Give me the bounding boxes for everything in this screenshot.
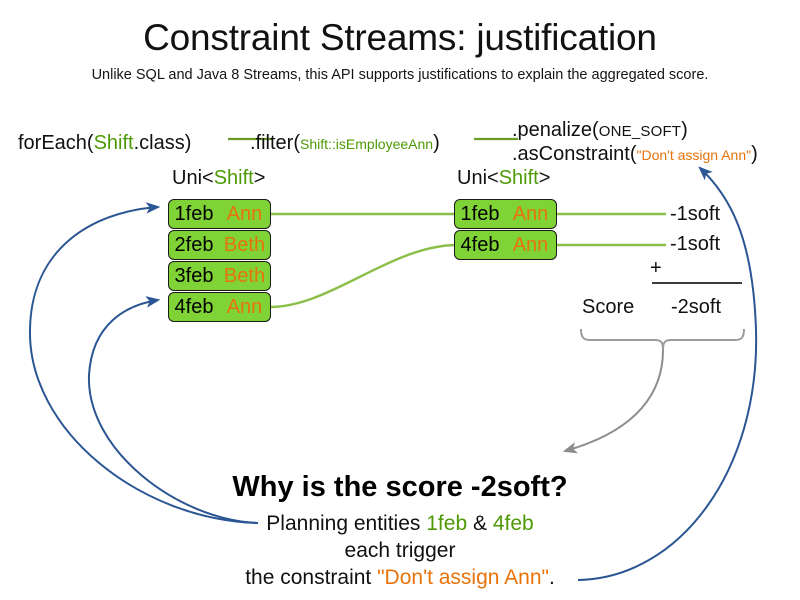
cell-employee: Ann	[505, 199, 557, 229]
table-row: 1feb Ann	[168, 199, 271, 229]
explanation-entity-b: 4feb	[492, 512, 534, 535]
penalize-arg: ONE_SOFT	[598, 123, 682, 140]
stream-label-right: Uni<Shift>	[457, 166, 550, 190]
score-brace	[580, 328, 745, 351]
cell-employee: Beth	[219, 230, 271, 260]
filter-tail: )	[433, 132, 440, 154]
sum-operator: +	[650, 257, 662, 279]
cell-employee: Ann	[219, 292, 271, 322]
cell-employee: Ann	[505, 230, 557, 260]
penalty-label-4feb: -1soft	[670, 233, 721, 255]
stream-edge-4feb	[269, 243, 457, 309]
table-row: 4feb Ann	[168, 292, 271, 322]
uni-right-suffix: >	[538, 167, 551, 189]
page-subtitle: Unlike SQL and Java 8 Streams, this API …	[91, 67, 709, 83]
cell-employee: Beth	[219, 261, 271, 291]
cell-date: 1feb	[454, 199, 506, 229]
fact-table-right: 1feb Ann 4feb Ann	[454, 199, 557, 261]
sum-rule-line	[652, 282, 742, 284]
uni-left-type: Shift	[213, 167, 254, 189]
explanation-line-3: the constraint "Don't assign Ann".	[0, 565, 800, 591]
uni-right-prefix: Uni<	[457, 167, 499, 189]
penalize-call: .penalize(	[512, 119, 599, 141]
score-explanation-arrow	[562, 349, 664, 454]
penalize-tail: )	[681, 119, 688, 141]
as-constraint-tail: )	[751, 143, 758, 165]
explanation-entity-a: 1feb	[426, 512, 468, 535]
explanation-constraint-name: "Don't assign Ann"	[377, 566, 549, 589]
explanation-line3-prefix: the constraint	[245, 566, 378, 589]
code-foreach: forEach(Shift.class)	[18, 131, 191, 155]
code-filter: .filter(Shift::isEmployeeAnn)	[250, 131, 440, 156]
explanation-question: Why is the score -2soft?	[232, 471, 568, 503]
explanation-line-1: Planning entities 1feb & 4feb	[0, 511, 800, 537]
as-constraint-arg: "Don't assign Ann"	[636, 147, 752, 163]
cell-employee: Ann	[219, 199, 271, 229]
cell-date: 4feb	[168, 292, 220, 322]
foreach-call: forEach(	[18, 132, 94, 154]
table-row: 4feb Ann	[454, 230, 557, 260]
code-penalize: .penalize(ONE_SOFT)	[512, 118, 688, 144]
explanation-line3-suffix: .	[548, 566, 555, 589]
explanation-line-2: each trigger	[344, 539, 456, 562]
cell-date: 1feb	[168, 199, 220, 229]
foreach-type: Shift	[93, 132, 134, 154]
stream-label-left: Uni<Shift>	[172, 166, 265, 190]
code-as-constraint: .asConstraint("Don't assign Ann")	[512, 142, 758, 167]
table-row: 2feb Beth	[168, 230, 271, 260]
filter-call: .filter(	[250, 132, 300, 154]
explanation-line1-prefix: Planning entities	[266, 512, 427, 535]
cell-date: 2feb	[168, 230, 220, 260]
page-title: Constraint Streams: justification	[143, 17, 657, 58]
score-total: -2soft	[671, 296, 722, 318]
explanation-line1-amp: &	[467, 512, 493, 535]
uni-left-suffix: >	[253, 167, 266, 189]
uni-right-type: Shift	[498, 167, 539, 189]
table-row: 1feb Ann	[454, 199, 557, 229]
score-label: Score	[582, 296, 635, 318]
fact-table-left: 1feb Ann 2feb Beth 3feb Beth 4feb Ann	[168, 199, 271, 323]
foreach-tail: .class)	[133, 132, 192, 154]
cell-date: 3feb	[168, 261, 220, 291]
filter-arg: Shift::isEmployeeAnn	[300, 136, 434, 152]
as-constraint-call: .asConstraint(	[512, 143, 637, 165]
table-row: 3feb Beth	[168, 261, 271, 291]
uni-left-prefix: Uni<	[172, 167, 214, 189]
penalty-label-1feb: -1soft	[670, 203, 721, 225]
cell-date: 4feb	[454, 230, 506, 260]
